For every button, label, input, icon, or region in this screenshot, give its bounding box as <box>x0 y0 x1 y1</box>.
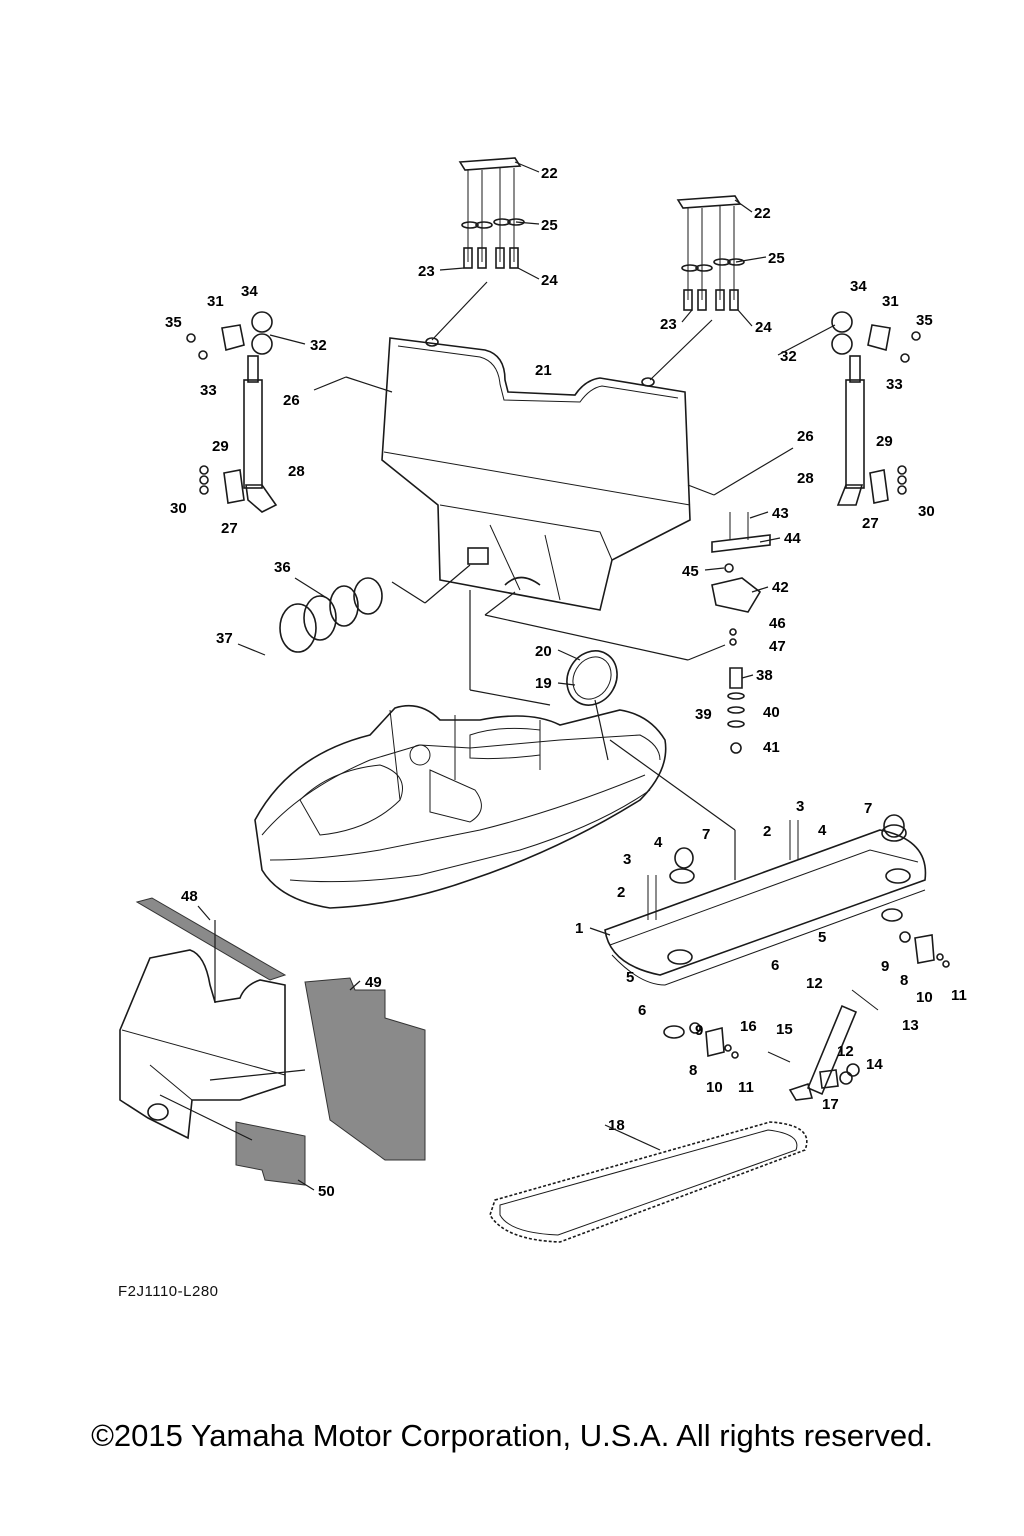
callout-22b: 22 <box>754 205 771 222</box>
callout-10b: 10 <box>706 1079 723 1096</box>
callout-49: 49 <box>365 974 382 991</box>
callout-13: 13 <box>902 1017 919 1034</box>
callout-25b: 25 <box>768 250 785 267</box>
callout-50: 50 <box>318 1183 335 1200</box>
callout-28b: 28 <box>797 470 814 487</box>
callout-16: 16 <box>740 1018 757 1035</box>
storage-compartment <box>119 897 426 1186</box>
speaker-grill-assembly <box>279 564 471 653</box>
callout-23a: 23 <box>418 263 435 280</box>
callout-43: 43 <box>772 505 789 522</box>
hinge-bolt-set-right <box>649 195 745 381</box>
diagram-code: F2J1110-L280 <box>118 1283 219 1300</box>
callout-32b: 32 <box>780 348 797 365</box>
gas-strut-right <box>687 311 921 506</box>
callout-25a: 25 <box>541 217 558 234</box>
hinge-bolt-set-left <box>431 157 525 341</box>
callout-6b: 6 <box>638 1002 646 1019</box>
callout-17: 17 <box>822 1096 839 1113</box>
latch-pin-assembly <box>727 667 745 754</box>
callout-29a: 29 <box>212 438 229 455</box>
callout-12b: 12 <box>837 1043 854 1060</box>
callout-31b: 31 <box>882 293 899 310</box>
callout-4b: 4 <box>654 834 663 851</box>
callout-34a: 34 <box>241 283 258 300</box>
callout-9a: 9 <box>881 958 889 975</box>
callout-45: 45 <box>682 563 699 580</box>
deck-ring <box>566 650 618 761</box>
seat-back-panel <box>381 337 691 611</box>
engine-hatch-cover <box>604 814 927 1039</box>
callout-33a: 33 <box>200 382 217 399</box>
callout-20: 20 <box>535 643 552 660</box>
callout-30b: 30 <box>918 503 935 520</box>
callout-38: 38 <box>756 667 773 684</box>
callout-14: 14 <box>866 1056 883 1073</box>
callout-8a: 8 <box>900 972 908 989</box>
callout-5b: 5 <box>626 969 634 986</box>
callout-30a: 30 <box>170 500 187 517</box>
callout-42: 42 <box>772 579 789 596</box>
callout-48: 48 <box>181 888 198 905</box>
callout-9b: 9 <box>695 1022 703 1039</box>
callout-1: 1 <box>575 920 583 937</box>
callout-5a: 5 <box>818 929 826 946</box>
callout-2a: 2 <box>763 823 771 840</box>
callout-32a: 32 <box>310 337 327 354</box>
callout-7b: 7 <box>702 826 710 843</box>
callout-44: 44 <box>784 530 801 547</box>
callout-22a: 22 <box>541 165 558 182</box>
callout-27b: 27 <box>862 515 879 532</box>
hatch-seal <box>489 1121 808 1243</box>
latch-bracket-assembly <box>484 512 771 661</box>
callout-26a: 26 <box>283 392 300 409</box>
callout-37: 37 <box>216 630 233 647</box>
callout-15: 15 <box>776 1021 793 1038</box>
callout-35a: 35 <box>165 314 182 331</box>
callout-46: 46 <box>769 615 786 632</box>
callout-24a: 24 <box>541 272 558 289</box>
callout-47: 47 <box>769 638 786 655</box>
callout-34b: 34 <box>850 278 867 295</box>
callout-27a: 27 <box>221 520 238 537</box>
callout-26b: 26 <box>797 428 814 445</box>
callout-11b: 11 <box>738 1079 754 1096</box>
callout-21: 21 <box>535 362 552 379</box>
callout-leaders <box>197 161 836 1191</box>
copyright-notice: ©2015 Yamaha Motor Corporation, U.S.A. A… <box>91 1418 933 1453</box>
callout-36: 36 <box>274 559 291 576</box>
callout-3a: 3 <box>796 798 804 815</box>
callout-39: 39 <box>695 706 712 723</box>
callout-31a: 31 <box>207 293 224 310</box>
callout-6a: 6 <box>771 957 779 974</box>
callout-2b: 2 <box>617 884 625 901</box>
callout-33b: 33 <box>886 376 903 393</box>
callout-19: 19 <box>535 675 552 692</box>
callout-4a: 4 <box>818 822 827 839</box>
callout-24b: 24 <box>755 319 772 336</box>
callout-40: 40 <box>763 704 780 721</box>
callout-12a: 12 <box>806 975 823 992</box>
callout-labels: 22 25 23 24 22 25 23 24 21 31 34 35 32 3… <box>165 165 967 1200</box>
gas-strut-left <box>186 311 393 513</box>
callout-11a: 11 <box>951 987 967 1004</box>
callout-7a: 7 <box>864 800 872 817</box>
callout-29b: 29 <box>876 433 893 450</box>
callout-35b: 35 <box>916 312 933 329</box>
callout-41: 41 <box>763 739 780 756</box>
callout-10a: 10 <box>916 989 933 1006</box>
callout-8b: 8 <box>689 1062 697 1079</box>
callout-3b: 3 <box>623 851 631 868</box>
hatch-hinges <box>689 931 950 1101</box>
boat-hull <box>254 590 736 909</box>
callout-18: 18 <box>608 1117 625 1134</box>
callout-28a: 28 <box>288 463 305 480</box>
callout-23b: 23 <box>660 316 677 333</box>
